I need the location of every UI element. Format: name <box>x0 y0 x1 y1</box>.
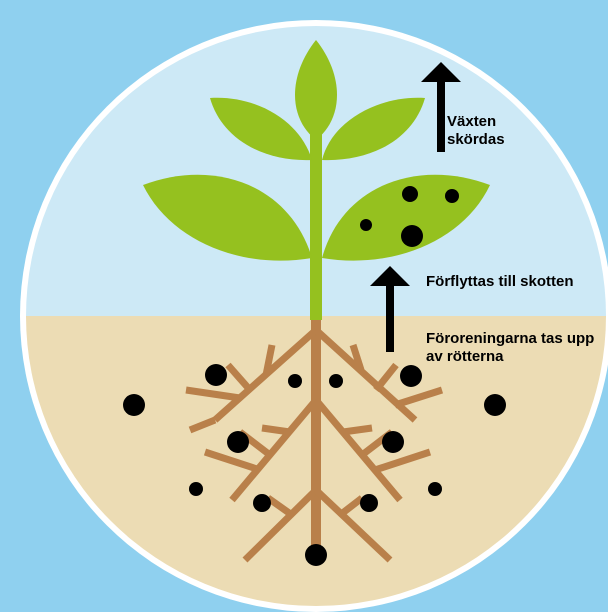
pollutant-particle-icon <box>360 219 372 231</box>
pollutant-particle-icon <box>428 482 442 496</box>
pollutant-particle-icon <box>402 186 418 202</box>
pollutant-particle-icon <box>329 374 343 388</box>
pollutant-particle-icon <box>401 225 423 247</box>
pollutant-particle-icon <box>205 364 227 386</box>
pollutant-particle-icon <box>400 365 422 387</box>
pollutant-particle-icon <box>360 494 378 512</box>
label-harvested: Växten skördas <box>447 113 527 149</box>
pollutant-particle-icon <box>253 494 271 512</box>
plant-stem <box>310 110 322 320</box>
label-absorbed-by-roots: Föroreningarna tas upp av rötterna <box>426 330 601 366</box>
label-moved-to-shoots: Förflyttas till skotten <box>426 273 574 291</box>
pollutant-particle-icon <box>382 431 404 453</box>
pollutant-particle-icon <box>484 394 506 416</box>
pollutant-particle-icon <box>189 482 203 496</box>
pollutant-particle-icon <box>288 374 302 388</box>
pollutant-particle-icon <box>305 544 327 566</box>
pollutant-particle-icon <box>123 394 145 416</box>
pollutant-particle-icon <box>227 431 249 453</box>
pollutant-particle-icon <box>445 189 459 203</box>
